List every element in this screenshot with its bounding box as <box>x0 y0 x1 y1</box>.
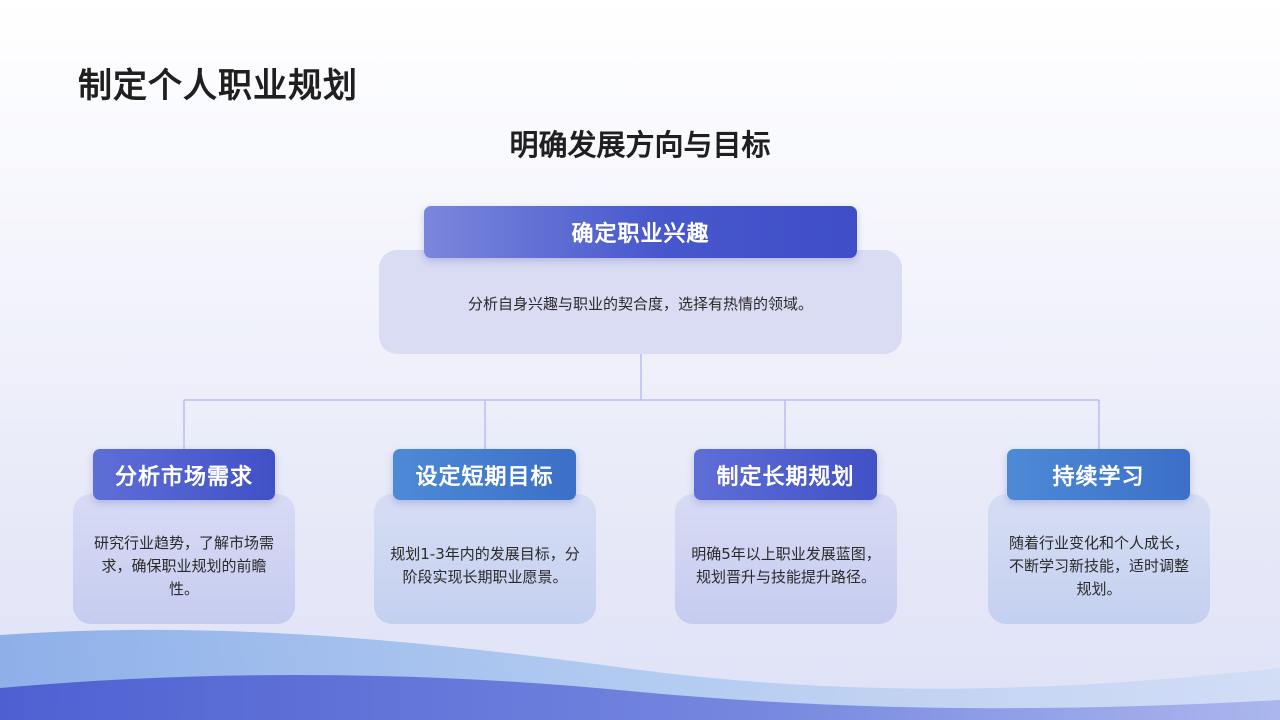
child-node-title-4: 持续学习 <box>1052 464 1145 490</box>
child-node-header-4: 持续学习 <box>1007 449 1190 500</box>
page-title: 制定个人职业规划 <box>78 66 358 106</box>
child-node-card-2: 规划1-3年内的发展目标，分阶段实现长期职业愿景。 <box>374 494 596 624</box>
child-node-header-1: 分析市场需求 <box>93 449 275 500</box>
child-node-title-2: 设定短期目标 <box>415 464 554 490</box>
top-node-title: 确定职业兴趣 <box>571 222 710 247</box>
top-node-card: 分析自身兴趣与职业的契合度，选择有热情的领域。 <box>379 250 902 354</box>
child-node-card-4: 随着行业变化和个人成长，不断学习新技能，适时调整规划。 <box>988 494 1210 624</box>
decorative-waves <box>0 629 1280 720</box>
child-node-title-3: 制定长期规划 <box>716 464 855 490</box>
top-node-header: 确定职业兴趣 <box>424 206 857 258</box>
child-node-card-1: 研究行业趋势，了解市场需求，确保职业规划的前瞻性。 <box>73 494 295 624</box>
child-node-description-3: 明确5年以上职业发展蓝图，规划晋升与技能提升路径。 <box>691 545 881 586</box>
child-node-description-1: 研究行业趋势，了解市场需求，确保职业规划的前瞻性。 <box>93 533 274 598</box>
child-node-title-1: 分析市场需求 <box>114 464 253 490</box>
child-node-card-3: 明确5年以上职业发展蓝图，规划晋升与技能提升路径。 <box>675 494 897 624</box>
diagram-subtitle: 明确发展方向与目标 <box>509 128 771 162</box>
child-node-description-2: 规划1-3年内的发展目标，分阶段实现长期职业愿景。 <box>390 545 580 586</box>
child-node-header-2: 设定短期目标 <box>393 449 576 500</box>
child-node-description-4: 随着行业变化和个人成长，不断学习新技能，适时调整规划。 <box>1008 533 1189 598</box>
child-node-header-3: 制定长期规划 <box>694 449 877 500</box>
top-node-description: 分析自身兴趣与职业的契合度，选择有热情的领域。 <box>467 294 813 313</box>
wave-front <box>0 674 1280 720</box>
